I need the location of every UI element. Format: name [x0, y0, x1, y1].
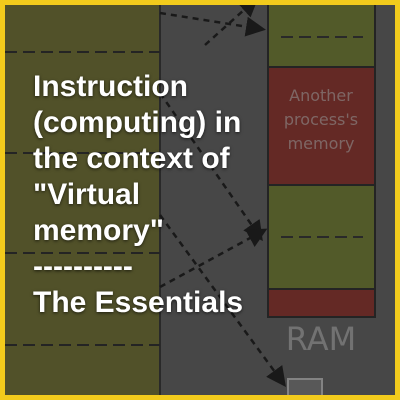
title-block: Instruction (computing) in the context o…: [33, 69, 373, 321]
other-process-label: process's: [284, 110, 358, 129]
disk-icon: [287, 378, 323, 395]
title-line: "Virtual: [33, 178, 141, 211]
mapping-arrow: [204, 5, 259, 46]
title-line: the context of: [33, 142, 230, 175]
mapping-arrow: [158, 214, 286, 388]
title-line: Instruction: [33, 70, 188, 103]
ram-block-bottom: [267, 288, 376, 318]
other-process-label: Another: [289, 86, 353, 105]
title-line: memory": [33, 214, 164, 247]
title-subtitle: The Essentials: [33, 286, 244, 319]
mapping-arrow: [159, 228, 268, 289]
virtual-memory-diagram: Another process's memory RAM: [5, 5, 376, 395]
ram-block-other-process: [267, 66, 376, 186]
other-process-label: memory: [288, 134, 355, 153]
ram-label: RAM: [286, 320, 356, 358]
title-line: (computing) in: [33, 106, 242, 139]
title-separator: ----------: [33, 250, 133, 283]
mapping-arrow: [158, 92, 263, 242]
virtual-memory-column: [5, 5, 161, 395]
mapping-arrow: [159, 11, 266, 37]
